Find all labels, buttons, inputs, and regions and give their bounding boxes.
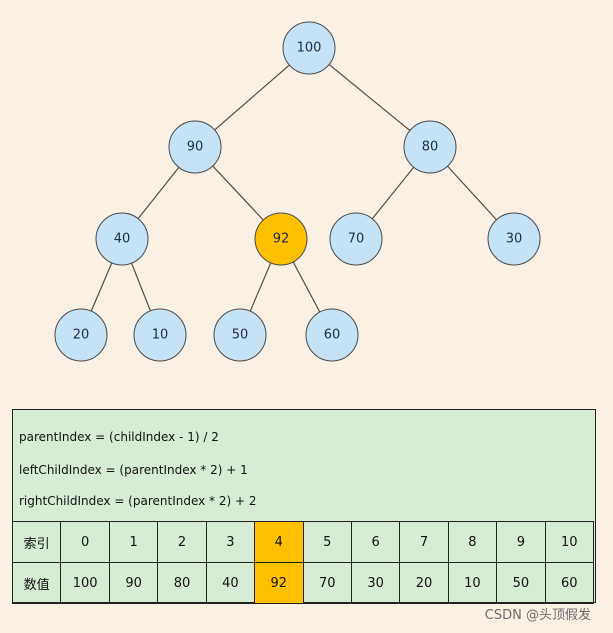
watermark: CSDN @头顶假发: [484, 608, 591, 623]
right-child-index-formula: rightChildIndex = (parentIndex * 2) + 2: [19, 494, 257, 508]
value-cell: 40: [205, 562, 256, 604]
node-label: 70: [348, 232, 365, 247]
tree-edges: [80, 47, 515, 336]
index-row-header: 索引: [11, 521, 62, 563]
node-label: 40: [114, 232, 131, 247]
value-cell: 50: [496, 562, 546, 604]
node-circle: [487, 212, 541, 266]
tree-node: 50: [213, 308, 267, 362]
node-label: 20: [73, 328, 90, 343]
index-cell: 3: [205, 521, 256, 563]
value-cell: 80: [157, 562, 207, 604]
node-circle: [329, 212, 383, 266]
node-circle: [95, 212, 149, 266]
value-cell: 30: [350, 562, 401, 604]
node-label: 90: [187, 140, 204, 155]
tree-node: 10: [133, 308, 187, 362]
index-cell: 4: [254, 521, 304, 563]
tree-node: 40: [95, 212, 149, 266]
node-circle: [282, 21, 336, 75]
node-label: 80: [422, 140, 439, 155]
tree-node: 20: [54, 308, 108, 362]
node-label: 30: [506, 232, 523, 247]
node-circle: [403, 120, 457, 174]
node-circle: [213, 308, 267, 362]
value-cell: 10: [447, 562, 498, 604]
index-cell: 0: [60, 521, 110, 563]
value-row-header: 数值: [11, 562, 62, 604]
left-child-index-formula: leftChildIndex = (parentIndex * 2) + 1: [19, 463, 248, 477]
index-cell: 10: [544, 521, 595, 563]
index-cell: 1: [108, 521, 159, 563]
node-label: 60: [324, 328, 341, 343]
heap-tree: 100 90 80 40 92 70 30 20 10 50 60: [54, 21, 541, 362]
value-cell: 90: [108, 562, 159, 604]
value-cell: 60: [544, 562, 595, 604]
tree-node: 90: [168, 120, 222, 174]
tree-node: 92: [254, 212, 308, 266]
tree-node: 100: [282, 21, 336, 75]
tree-nodes: 100 90 80 40 92 70 30 20 10 50 60: [54, 21, 541, 362]
value-cell: 70: [302, 562, 352, 604]
index-cell: 2: [157, 521, 207, 563]
value-cell: 100: [60, 562, 110, 604]
node-circle: [305, 308, 359, 362]
tree-node: 30: [487, 212, 541, 266]
index-cell: 5: [302, 521, 352, 563]
value-cell: 92: [254, 562, 304, 604]
node-label: 92: [273, 232, 290, 247]
node-label: 100: [297, 41, 322, 56]
node-circle: [54, 308, 108, 362]
formula-panel: parentIndex = (childIndex - 1) / 2 leftC…: [11, 409, 596, 604]
node-circle: [168, 120, 222, 174]
index-cell: 6: [350, 521, 401, 563]
index-cell: 7: [399, 521, 449, 563]
tree-node: 80: [403, 120, 457, 174]
node-circle: [133, 308, 187, 362]
parent-index-formula: parentIndex = (childIndex - 1) / 2: [19, 430, 219, 444]
tree-node: 60: [305, 308, 359, 362]
node-label: 50: [232, 328, 249, 343]
node-label: 10: [152, 328, 169, 343]
highlighted-node-circle: [254, 212, 308, 266]
tree-node: 70: [329, 212, 383, 266]
index-cell: 9: [496, 521, 546, 563]
value-cell: 20: [399, 562, 449, 604]
index-cell: 8: [447, 521, 498, 563]
